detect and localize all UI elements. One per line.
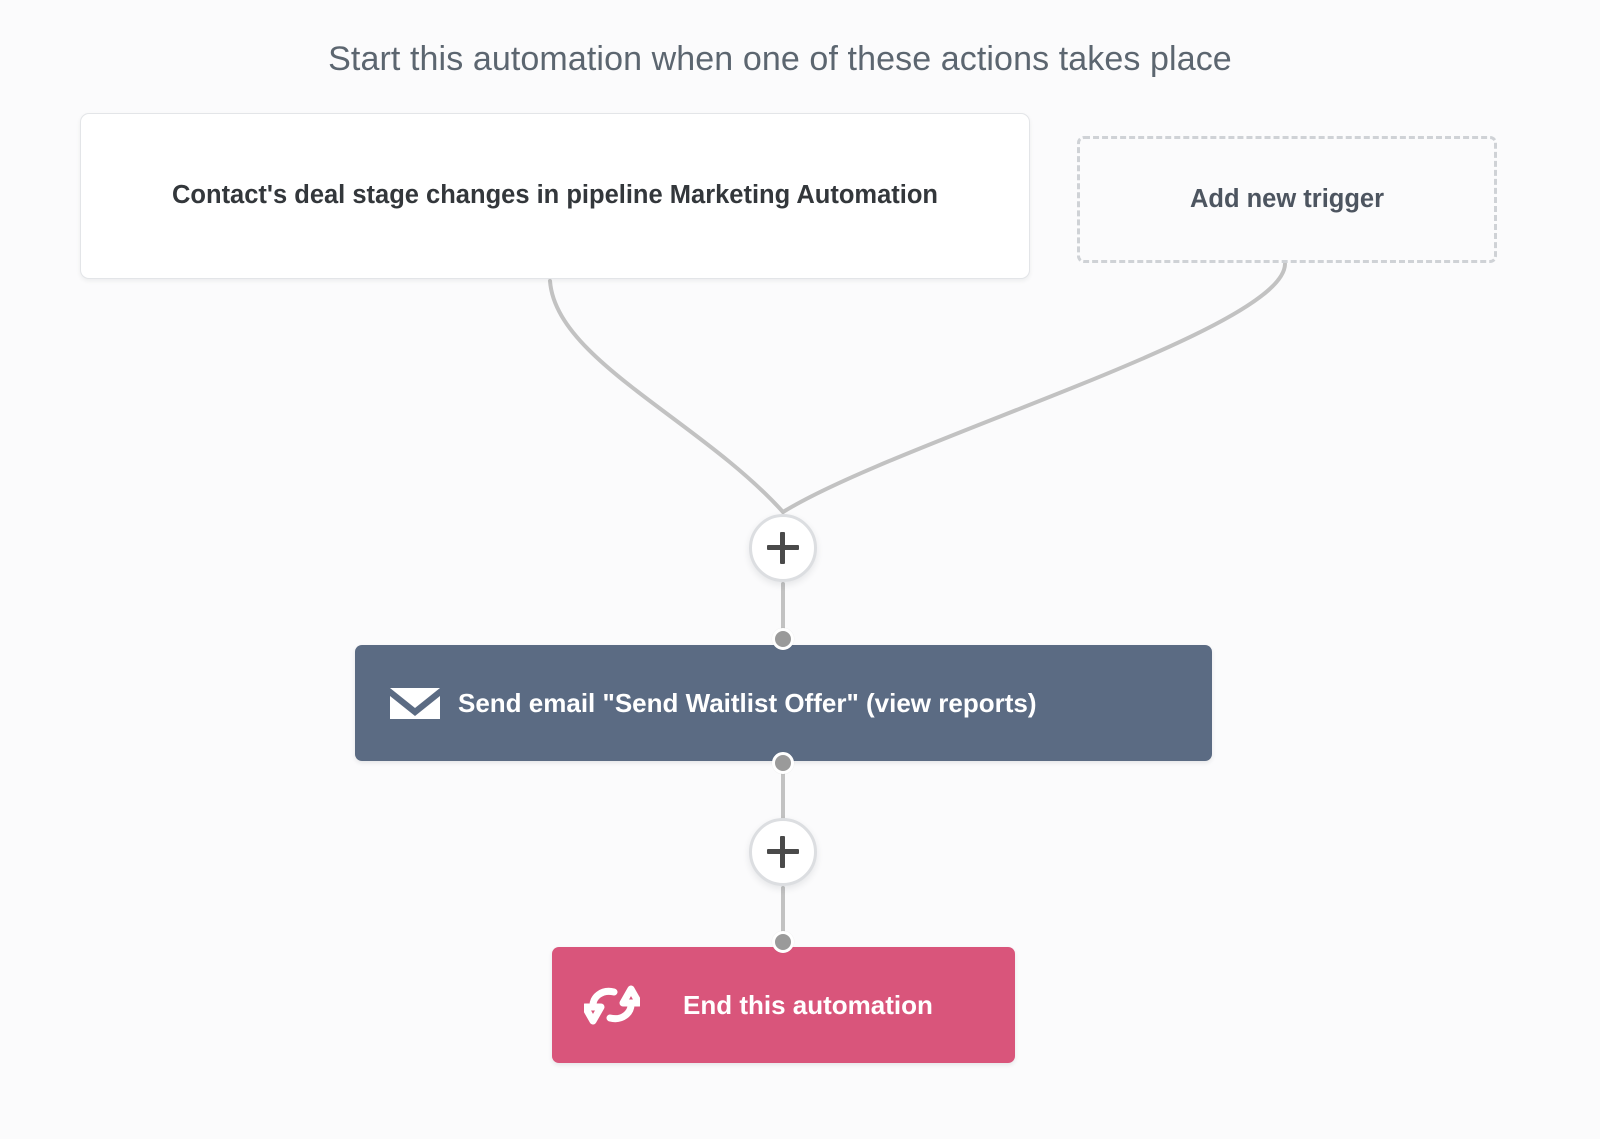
connector-dot-end-top <box>772 931 794 953</box>
trigger-card-label: Contact's deal stage changes in pipeline… <box>172 181 938 210</box>
action-send-email[interactable]: Send email "Send Waitlist Offer" (view r… <box>355 645 1212 761</box>
action-send-email-label: Send email "Send Waitlist Offer" (view r… <box>458 687 1037 718</box>
action-end-automation-label: End this automation <box>683 989 933 1020</box>
add-step-button-1[interactable] <box>749 514 817 582</box>
loop-arrows-icon <box>583 983 641 1027</box>
plus-icon <box>767 532 799 564</box>
plus-icon <box>767 836 799 868</box>
wire-add-trigger-to-node <box>781 262 1287 514</box>
wire-trigger-to-node <box>548 279 785 514</box>
connector-dot-email-bottom <box>772 752 794 774</box>
connector-dot-email-top <box>772 628 794 650</box>
page-title: Start this automation when one of these … <box>328 40 1232 78</box>
add-new-trigger-label: Add new trigger <box>1189 185 1385 213</box>
envelope-icon <box>386 683 444 723</box>
add-new-trigger-button[interactable]: Add new trigger <box>1077 136 1497 263</box>
trigger-card-deal-stage[interactable]: Contact's deal stage changes in pipeline… <box>80 113 1030 279</box>
action-end-automation[interactable]: End this automation <box>552 947 1015 1063</box>
add-step-button-2[interactable] <box>749 818 817 886</box>
